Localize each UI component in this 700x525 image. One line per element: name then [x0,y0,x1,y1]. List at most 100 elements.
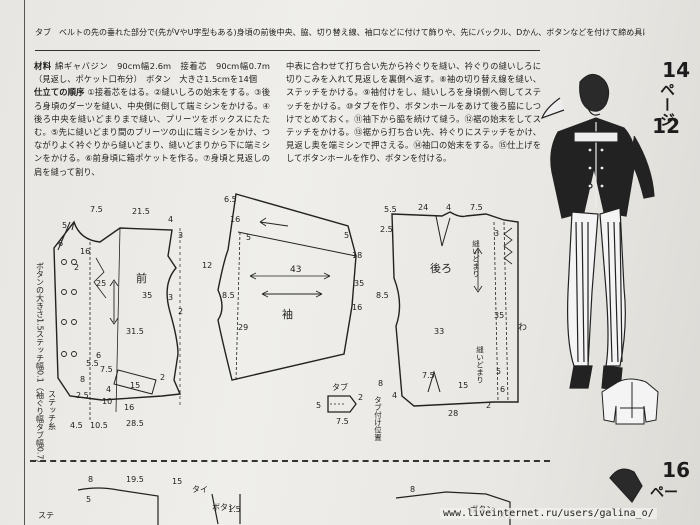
sleeve-measures: 6.5 16 43 12 18 8.5 5 29 35 16 5 袖 [202,195,364,332]
front-measure: 2.5 [76,391,89,400]
bottom-measure: 1.5 [228,505,241,514]
materials-text: 綿ギャバジン 90cm幅2.6m 接着芯 90cm幅0.7m（見返し、ポケット口… [34,61,270,85]
sleeve-pattern-piece [217,193,357,381]
section-divider [30,460,550,462]
bottom-label: タイ [192,485,208,494]
back-measure: 35 [494,311,504,320]
back-measure: 2.5 [380,225,393,234]
back-measure: 3 [494,229,499,238]
front-piece-measures: 7.5 21.5 4 3 5 6 16 2 25 35 31.5 3 2 7.5… [58,205,183,430]
front-piece-name: 前 [136,271,147,285]
front-note-thread: ステッチ糸 [48,390,57,430]
back-note-tab: タブ付け位置 [373,396,382,442]
bottom-measure: 19.5 [126,475,144,484]
front-measure: 10.5 [90,421,108,430]
back-measure: 5.5 [384,205,397,214]
front-piece-notes: ボタンの大きさ1.5 ステッチ幅0.1（袖ぐり幅タブ幅0.7） ステッチ糸 [36,262,57,467]
page-word: ページ [658,82,676,127]
sleeve-measure: 29 [238,323,248,332]
model-illustration [540,73,655,391]
next-page-number: 16 [662,458,690,482]
back-measure: 15 [458,381,468,390]
front-measure: 4 [106,385,111,394]
jacket-thumbnail [601,378,659,425]
front-measure: 4.5 [70,421,83,430]
front-measure: 15 [130,381,140,390]
back-pattern-piece [391,211,519,407]
bottom-label: ボタン [212,503,236,512]
back-note-fold: わ [518,322,527,333]
front-measure: 2 [74,263,79,272]
page-number: 14 [662,58,690,82]
front-measure: 28.5 [126,419,144,428]
back-measure: 6 [500,385,505,394]
sleeve-measure: 16 [230,215,240,224]
tab-name: タブ [332,382,348,392]
front-note-stitch: ステッチ幅0.1（袖ぐり幅タブ幅0.7） [36,330,45,467]
front-measure: 2 [178,307,183,316]
bottom-measure: 8 [410,485,415,494]
bottom-pattern-pieces [77,468,643,525]
front-measure: 16 [124,403,134,412]
sleeve-measure: 6.5 [224,195,237,204]
back-note-stop-1: 縫いどまり [471,239,480,278]
front-measure: 35 [142,291,152,300]
sleeve-measure: 18 [352,251,362,260]
watermark-url: www.liveinternet.ru/users/galina_o/ [440,508,657,519]
instructions-column-2: 中表に合わせて打ち合い先から衿ぐりを縫い、衿ぐりの縫いしろに切りこみを入れて見返… [286,60,541,166]
steps-label: 仕立ての順序 [34,87,85,98]
front-measure: 7.5 [90,205,103,214]
sleeve-measure: 8.5 [222,291,235,300]
back-measure: 5 [496,367,501,376]
bottom-measure: 5 [86,495,91,504]
front-measure: 7.5 [100,365,113,374]
tab-labels: タブ 5 7.5 2 [316,382,363,426]
back-measure: 2 [486,401,491,410]
glossary-note: タブ ベルトの先の垂れた部分で(先がVやU字型もある)身頃の前後中央、脇、切り替… [35,28,645,37]
front-measure: 21.5 [132,207,150,216]
bottom-label: ステ [38,511,54,520]
back-measures: 5.5 24 4 7.5 2.5 3 8.5 35 33 7.5 4 28 15… [373,203,527,441]
back-measure: 4 [392,391,397,400]
page-subnumber: 12 [652,114,680,138]
back-note-stop-2: 縫いどまり [475,345,484,384]
front-measure: 5.5 [86,359,99,368]
steps-text-2: 中表に合わせて打ち合い先から衿ぐりを縫い、衿ぐりの縫いしろに切りこみを入れて見返… [286,61,541,164]
tab-measure: 7.5 [336,417,349,426]
back-measure: 4 [446,203,451,212]
sleeve-name: 袖 [282,307,293,321]
front-measure: 25 [96,279,106,288]
back-measure: 8 [378,379,383,388]
back-measure: 7.5 [422,371,435,380]
sleeve-measure: 12 [202,261,212,270]
front-measure: 6 [96,351,101,360]
back-measure: 24 [418,203,428,212]
sleeve-measure: 35 [354,279,364,288]
front-measure: 5 [62,221,67,230]
back-measure: 28 [448,409,458,418]
back-piece-name: 後ろ [430,261,452,275]
front-measure: 3 [168,293,173,302]
front-measure: 31.5 [126,327,144,336]
front-measure: 4 [168,215,173,224]
front-measure: 10 [102,397,112,406]
tab-measure: 5 [316,401,321,410]
front-measure: 3 [178,231,183,240]
bottom-measure: 8 [88,475,93,484]
front-pattern-piece [53,220,182,422]
front-note-buttons: ボタンの大きさ1.5 [36,262,45,331]
front-measure: 2 [160,373,165,382]
bottom-measure: 15 [172,477,182,486]
sleeve-measure: 5 [246,233,251,242]
tab-pattern-piece [327,395,357,413]
front-measure: 8 [80,375,85,384]
back-measure: 8.5 [376,291,389,300]
binding-rule [24,0,25,525]
tab-measure: 2 [358,393,363,402]
sleeve-measure: 16 [352,303,362,312]
back-measure: 33 [434,327,444,336]
sleeve-measure: 5 [344,231,349,240]
materials-label: 材料 [34,61,52,71]
